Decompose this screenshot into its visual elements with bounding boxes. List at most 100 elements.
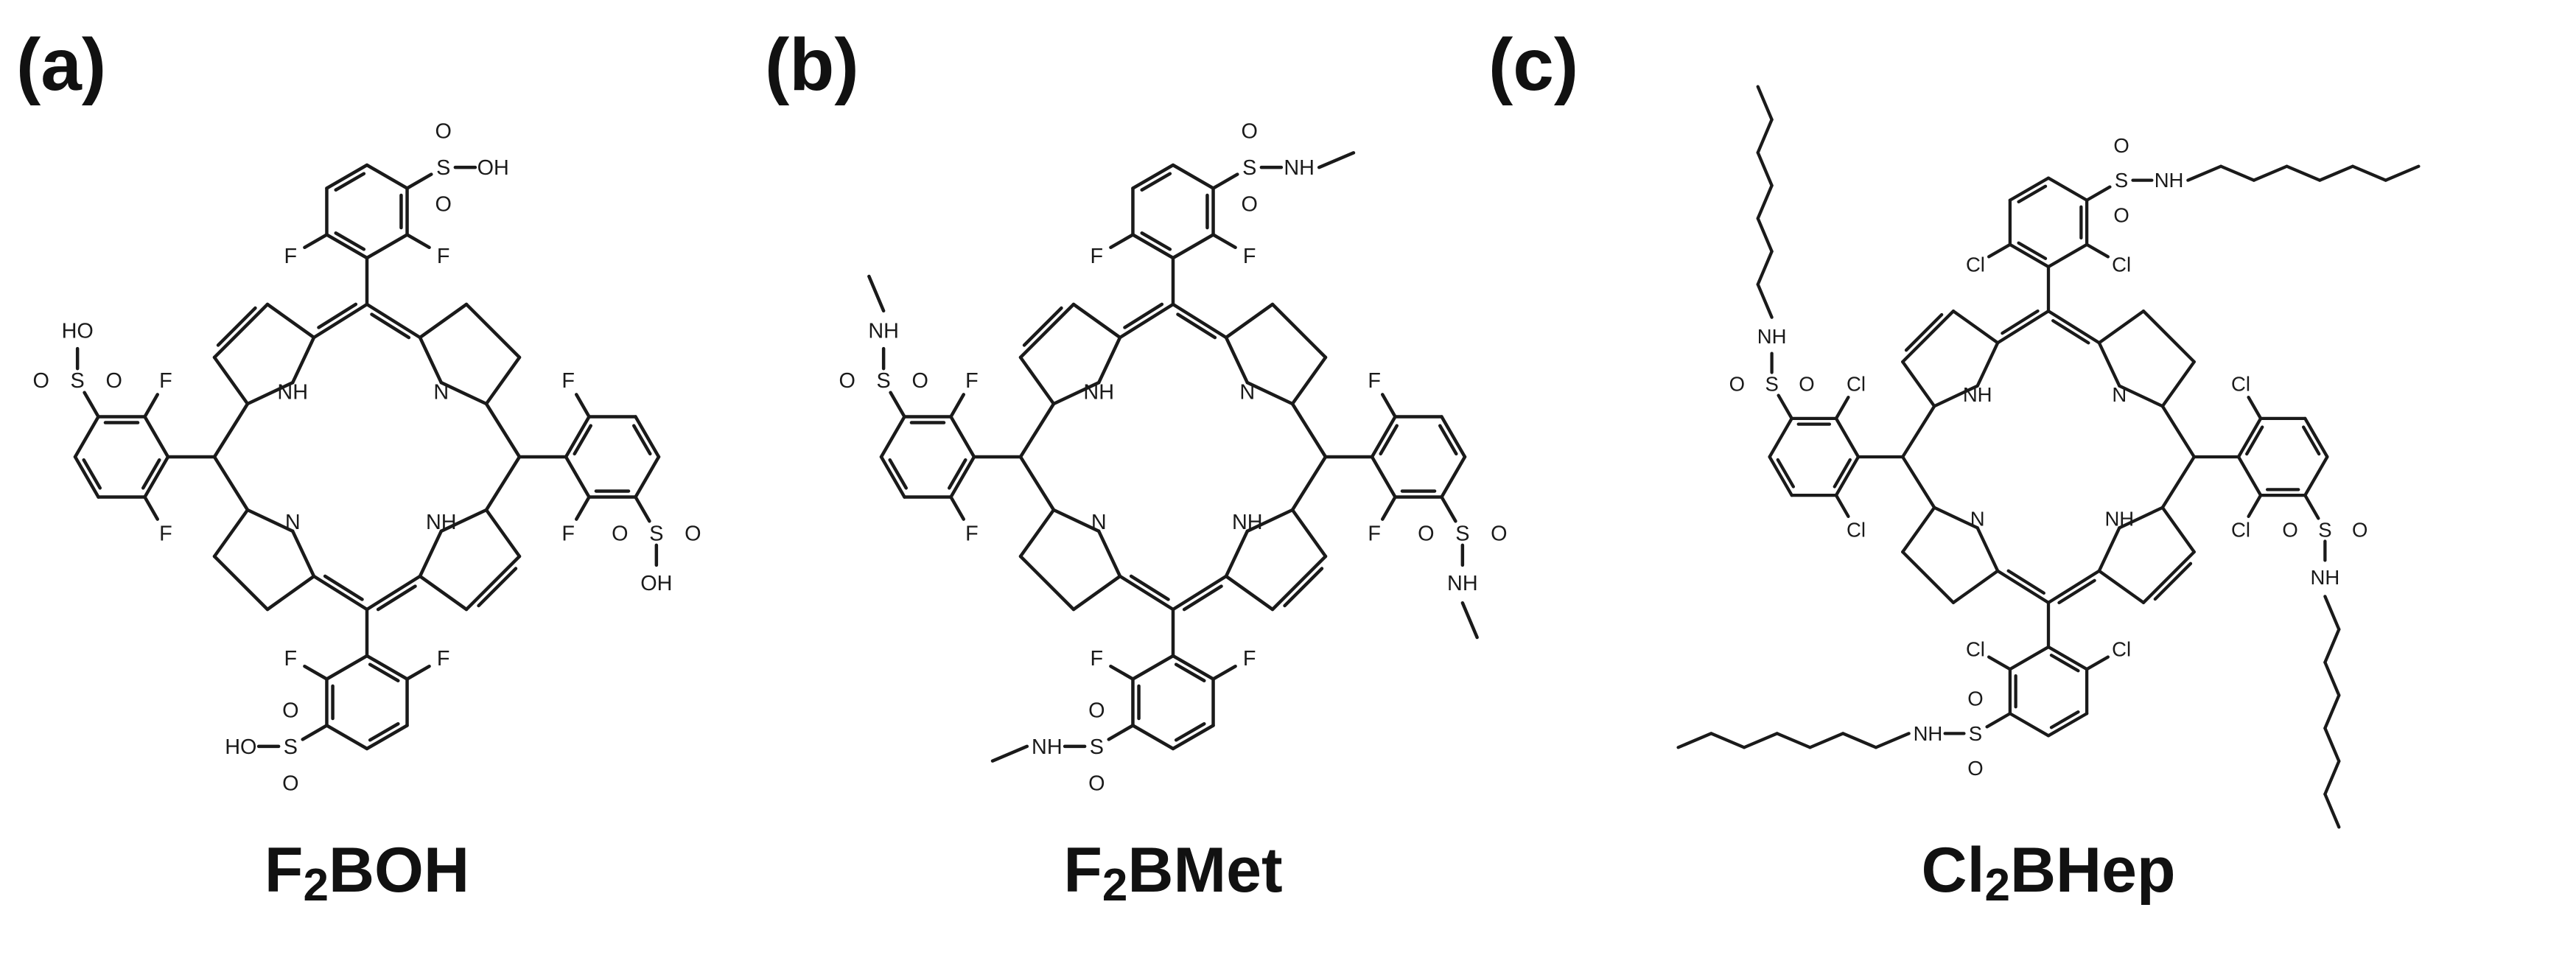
atom-label-mask [441,166,445,169]
meso-bond [1018,455,1056,512]
pyrrole-ring-se-bond [418,574,469,612]
pyrrole-n-label: N [2112,383,2127,406]
sulfonyl-bond [889,391,906,419]
aryl-ring-bond [1171,654,1215,681]
pyrrole-ring-ne-bond [418,302,469,340]
oxygen-label: O [1088,772,1105,795]
pyrrole-ring-nw-bond [212,302,270,360]
pyrrole-ring-sw-bond [1096,529,1122,578]
pyrrole-ring-nw-bond [1018,302,1076,360]
sulfonyl-bond [2085,185,2112,202]
atom-label-mask [2118,393,2121,396]
atom-label-mask [1373,531,1376,535]
aryl-ring-bond [564,455,591,499]
halogen-label: F [965,369,979,393]
aryl-ring-bond [2046,242,2089,269]
halogen-bond [1834,396,1850,421]
pyrrole-ring-se-bond [484,508,522,559]
pyrrole-ring-ne-bond [484,355,522,406]
oxygen-label: O [1418,522,1434,546]
aryl-ring-bond [2236,416,2263,459]
atom-label-mask [1298,166,1301,169]
halogen-label: F [1368,522,1381,546]
aryl-ring-bond [365,163,409,190]
pyrrole-ring-ne-bond [2097,309,2146,345]
atom-label-mask [2289,528,2292,531]
pyrrole-nh-label: NH [2104,508,2134,531]
pyrrole-n-label: N [285,511,301,534]
atom-label-mask [289,745,293,748]
substituent-bottom-label: NH [1914,722,1943,745]
meso-bond [1171,302,1228,340]
pyrrole-ring-ne-bond [1290,355,1328,406]
pyrrole-ring-sw-bond [1051,508,1101,534]
double-bond-line [2245,425,2264,456]
double-bond-line [2017,184,2048,203]
pyrrole-ring-se-bond [2118,506,2164,530]
double-bond-line [1776,458,1795,489]
alkyl-chain-bond [2323,595,2341,632]
double-bond-line [1174,722,1206,742]
meso-bond [1118,574,1175,612]
alkyl-chain-bond [1756,282,1774,319]
oxygen-label: O [2113,134,2129,157]
aryl-ring-bond [1131,163,1175,190]
double-bond-line [2153,562,2193,601]
atom-label-mask [2120,178,2123,182]
alkyl-chain-bond [1317,151,1356,169]
substituent-top-label: OH [477,156,509,180]
aryl-ring-bond [143,415,170,459]
atom-label-mask [1046,745,1049,748]
caption-f2bmet-suffix: BMet [1127,835,1282,906]
atom-label-mask [76,379,79,382]
sulfonyl-bond [1107,724,1135,741]
atom-label-mask [1424,531,1428,535]
double-bond-line [2001,309,2040,335]
halogen-bond [1109,664,1135,681]
alkyl-chain-bond [990,744,1029,763]
aryl-ring-bond [634,415,661,459]
double-bond-line [334,231,366,251]
halogen-label: Cl [1966,637,1985,660]
double-bond-line [632,424,652,456]
alkyl-chain-bond [1756,217,1774,253]
double-bond-line [2017,241,2048,260]
substituent-top-label: NH [1284,156,1315,180]
atom-label-mask [2239,382,2242,385]
atom-label-mask [1461,531,1464,535]
pyrrole-ring-se-bond [2141,550,2196,604]
double-bond-line [2051,319,2090,345]
meso-bond [1018,402,1056,459]
sulfur-label: S [1455,522,1469,546]
atom-label-mask [289,781,293,785]
atom-label-mask [1246,391,1249,393]
pyrrole-ring-ne-bond [1224,335,1250,385]
pyrrole-ring-ne-bond [1245,380,1295,406]
double-bond-line [477,567,518,608]
atom-label-mask [2120,144,2123,147]
pyrrole-ring-se-bond [439,508,489,534]
double-bond-line [947,458,967,490]
atom-label-mask [491,166,494,169]
halogen-bond [405,233,431,250]
atom-label-mask [1497,531,1501,535]
double-bond-line [2057,578,2096,605]
halogen-label: Cl [2112,253,2131,276]
double-bond-line [1129,574,1170,601]
atom-label-mask [1095,657,1099,660]
pyrrole-ring-ne-bond [464,302,522,360]
alkyl-chain-bond [1756,118,1774,155]
atom-label-mask [2358,528,2362,531]
atom-label-mask [1095,745,1099,748]
atom-label-mask [289,708,293,712]
sulfonyl-bond [301,724,329,741]
aryl-ring-bond [2046,712,2089,738]
aryl-ring-bond [2008,645,2051,671]
pyrrole-ring-nw-bond [245,380,295,406]
aryl-ring-bond [2008,242,2051,269]
alkyl-chain-bond [2323,627,2341,664]
pyrrole-ring-nw-bond [1975,341,2000,388]
